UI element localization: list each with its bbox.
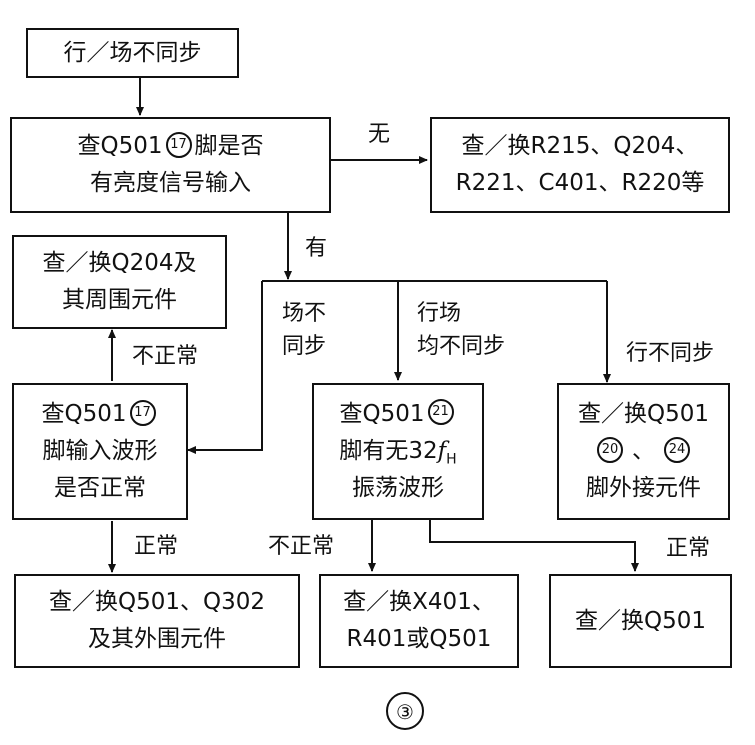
check17-wave-prefix: 查Q501 [41,401,127,428]
replace-q501-box: 查／换Q501 [549,574,732,668]
check17-suffix: 脚是否 [194,133,264,160]
replace-r215-line1: 查／换R215、Q204、 [461,133,699,160]
replace-q501-line1: 查／换Q501 [574,607,706,634]
label-normal-left: 正常 [134,534,179,559]
pin-separator: 、 [632,438,655,465]
pin-24-badge: 24 [664,436,690,463]
figure-number-text: ③ [396,700,414,724]
replace-r215-box: 查／换R215、Q204、 R221、C401、R220等 [430,117,730,213]
replace-x401-line2: R401或Q501 [346,626,492,652]
replace-q204-line1: 查／换Q204及 [42,250,197,277]
check21-line3: 振荡波形 [352,475,444,502]
replace-r215-line2: R221、C401、R220等 [455,170,705,196]
label-both-unsync-2: 均不同步 [417,334,506,359]
label-no-input: 无 [368,122,391,147]
check21-f: f [437,437,447,464]
check21-sub: H [446,451,457,468]
replace-q302-line1: 查／换Q501、Q302 [48,589,265,616]
check20-24-line3: 脚外接元件 [586,474,701,501]
label-both-unsync-1: 行场 [417,301,462,326]
label-field-unsync-1: 场不 [282,301,327,326]
label-has-input: 有 [305,236,328,261]
start-box: 行／场不同步 [26,28,239,78]
check17-wave-line2: 脚输入波形 [42,438,158,465]
check17-prefix: 查Q501 [77,133,163,160]
label-field-unsync-2: 同步 [282,334,327,359]
check-pin20-24-box: 查／换Q501 20 、 24 脚外接元件 [557,383,730,520]
start-text: 行／场不同步 [63,39,202,66]
replace-x401-box: 查／换X401、 R401或Q501 [319,574,519,668]
replace-q302-line2: 及其外围元件 [88,626,226,652]
check21-line2: 脚有无32 [339,437,438,464]
pin-17-badge-2: 17 [129,399,156,426]
pin-21-badge: 21 [427,399,454,426]
figure-number: ③ [386,692,424,730]
replace-x401-line1: 查／换X401、 [343,589,495,616]
label-normal-right: 正常 [666,536,711,561]
check21-prefix: 查Q501 [339,400,425,427]
label-abnormal-upper: 不正常 [132,344,199,369]
replace-q302-box: 查／换Q501、Q302 及其外围元件 [14,574,300,668]
check17-line2: 有亮度信号输入 [90,170,251,196]
check17-wave-line3: 是否正常 [54,474,146,501]
replace-q204-box: 查／换Q204及 其周围元件 [12,235,227,329]
label-line-unsync: 行不同步 [626,341,715,366]
check20-24-line1: 查／换Q501 [577,401,709,428]
label-abnormal-mid: 不正常 [268,534,335,559]
pin-17-badge: 17 [165,131,192,158]
arrow-field-to-check17-wave [187,281,263,454]
arrow-normal-to-replace-q501 [429,518,639,572]
pin-20-badge: 20 [597,436,623,463]
replace-q204-line2: 其周围元件 [62,287,177,313]
